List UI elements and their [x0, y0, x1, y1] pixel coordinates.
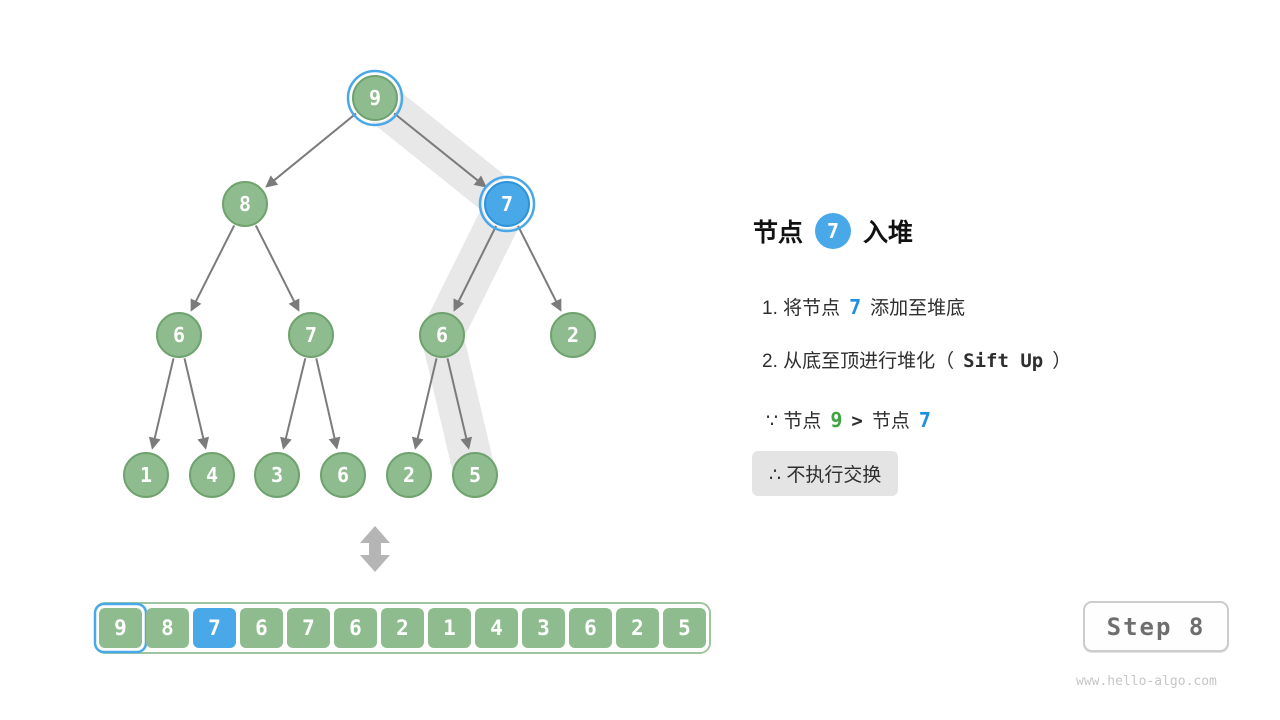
array-cell: 3	[522, 608, 565, 648]
instruction-step-2: 2. 从底至顶进行堆化（ Sift Up ）	[762, 346, 1071, 373]
array-cell: 9	[99, 608, 142, 648]
instruction-step-1: 1. 将节点 7 添加至堆底	[762, 293, 965, 320]
tree-edge	[280, 358, 307, 450]
node-7-badge: 7	[815, 213, 852, 249]
tree-node-value: 9	[369, 86, 381, 110]
panel-title: 节点 7 入堆	[753, 213, 913, 249]
tree-edge	[265, 112, 358, 188]
array-cell-value: 9	[114, 616, 127, 640]
tree-node-value: 6	[436, 323, 448, 347]
array-cell: 6	[334, 608, 377, 648]
tree-edge	[446, 358, 473, 450]
array-cell-value: 6	[584, 616, 597, 640]
tree-edge	[183, 358, 210, 450]
tree-node: 4	[189, 452, 235, 498]
tree-node-value: 5	[469, 463, 481, 487]
tree-edge	[411, 358, 438, 450]
array-cell: 7	[287, 608, 330, 648]
tree-node-value: 4	[206, 463, 218, 487]
sift-up-path-highlight	[354, 77, 528, 496]
tree-node: 6	[320, 452, 366, 498]
tree-node: 1	[123, 452, 169, 498]
tree-node: 6	[419, 312, 465, 358]
tree-node-value: 7	[305, 323, 317, 347]
panel-title-pre: 节点	[753, 219, 804, 247]
because-node-label: 节点	[871, 411, 910, 432]
array-cell-value: 6	[349, 616, 362, 640]
array-cell-value: 6	[255, 616, 268, 640]
array-cell-value: 8	[161, 616, 174, 640]
heap-array: 9 8 7 6 7 6 2	[93, 602, 711, 654]
tree-edge	[516, 224, 562, 312]
array-cell-value: 3	[537, 616, 550, 640]
tree-node-root-highlight: 9	[346, 69, 404, 127]
array-cell-value: 5	[678, 616, 691, 640]
step-1-node-value: 7	[849, 295, 862, 319]
tree-node-value: 6	[173, 323, 185, 347]
array-cell: 2	[616, 608, 659, 648]
tree-node: 5	[452, 452, 498, 498]
array-cell-value: 7	[302, 616, 315, 640]
no-swap-badge: ∴ 不执行交换	[752, 451, 899, 496]
tree-node-value: 8	[239, 192, 251, 216]
because-text: ∵ 节点	[766, 411, 822, 432]
array-cell: 2	[381, 608, 424, 648]
no-swap-text: ∴ 不执行交换	[769, 465, 882, 486]
watermark: www.hello-algo.com	[1076, 674, 1217, 689]
tree-node: 6	[156, 312, 202, 358]
array-cell: 8	[146, 608, 189, 648]
array-cell: 1	[428, 608, 471, 648]
tree-node-value: 3	[271, 463, 283, 487]
tree-edge	[453, 225, 498, 312]
tree-node-value: 2	[567, 323, 579, 347]
tree-node-value: 2	[403, 463, 415, 487]
array-cell-value: 1	[443, 616, 456, 640]
tree-node: 2	[550, 312, 596, 358]
array-cell-value: 2	[631, 616, 644, 640]
tree-edge	[190, 224, 236, 312]
step-counter-label: Step 8	[1106, 612, 1206, 641]
step-2-sift-up-label: Sift Up	[963, 350, 1044, 372]
because-node-7: 7	[918, 408, 931, 432]
array-cell: 5	[663, 608, 706, 648]
step-1-text-pre: 1. 将节点	[762, 298, 841, 319]
greater-than-sign: >	[851, 410, 863, 432]
comparison-note: ∵ 节点 9 > 节点 7	[766, 406, 931, 433]
tree-node: 2	[386, 452, 432, 498]
because-node-9: 9	[830, 408, 843, 432]
step-2-text-pre: 2. 从底至顶进行堆化（	[762, 351, 955, 372]
tree-array-equivalence-arrow-icon	[360, 526, 390, 572]
tree-edge	[254, 224, 300, 312]
array-cell-value: 4	[490, 616, 503, 640]
step-2-text-post: ）	[1052, 351, 1072, 372]
step-counter: Step 8	[1083, 601, 1229, 652]
array-cell-value: 7	[208, 616, 221, 640]
tree-edge	[393, 112, 487, 188]
tree-node-value: 1	[140, 463, 152, 487]
array-cell-value: 2	[396, 616, 409, 640]
panel-title-post: 入堆	[863, 219, 914, 247]
array-cell: 6	[240, 608, 283, 648]
tree-node: 8	[222, 181, 268, 227]
tree-edges	[148, 112, 562, 450]
watermark-text: www.hello-algo.com	[1076, 674, 1217, 689]
tree-node-value: 6	[337, 463, 349, 487]
tree-edge	[148, 358, 175, 450]
tree-node: 7	[288, 312, 334, 358]
array-cell: 4	[475, 608, 518, 648]
step-1-text-post: 添加至堆底	[870, 298, 966, 319]
tree-edge	[315, 358, 341, 450]
node-7-badge-value: 7	[826, 219, 840, 243]
tree-node-inserted-current: 7	[478, 175, 536, 233]
tree-node: 3	[254, 452, 300, 498]
tree-node-value: 7	[501, 192, 513, 216]
array-cell-current: 7	[193, 608, 236, 648]
array-cell: 6	[569, 608, 612, 648]
